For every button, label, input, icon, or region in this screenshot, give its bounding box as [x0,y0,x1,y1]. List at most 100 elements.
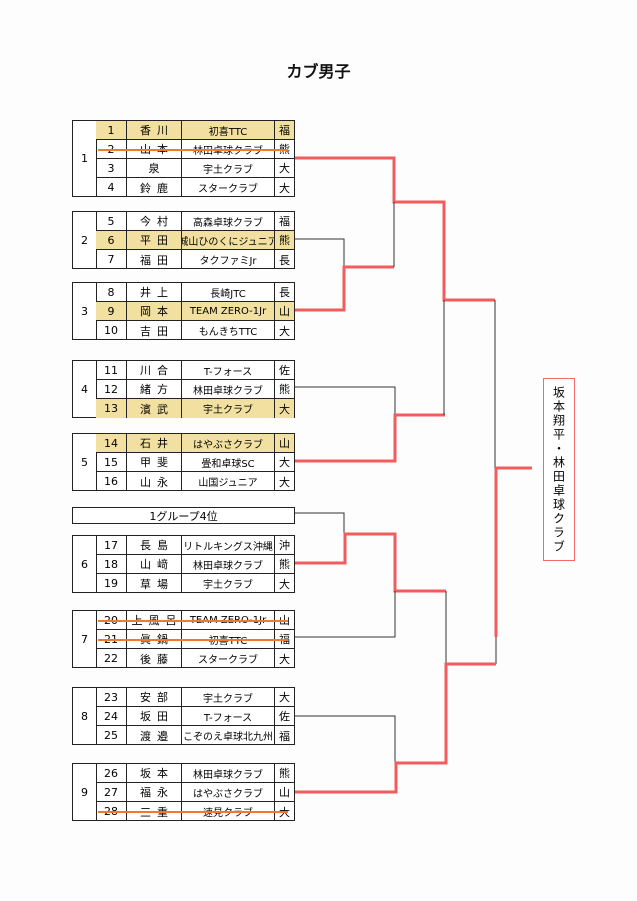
player-club: 宇土クラブ [182,574,275,593]
player-prefecture: 熊 [279,234,290,247]
player-number: 26 [96,764,127,782]
player-number: 23 [96,688,127,706]
player-number: 24 [96,707,127,725]
player-prefecture: 熊 [279,383,290,396]
player-name: 渡邉 [127,726,182,745]
player-number: 12 [96,380,127,398]
bracket-line [295,591,396,638]
player-name: 平田 [127,231,182,249]
player-prefecture: 長 [279,286,290,299]
player-prefecture: 大 [279,162,290,175]
player-prefecture: 熊 [279,558,290,571]
player-club: はやぶさクラブ [182,434,275,452]
player-club: 宇土クラブ [182,159,275,177]
bracket-line [295,386,396,415]
winning-path-line [295,156,495,302]
winning-path-line [295,265,394,312]
winning-path-line [295,662,496,794]
group-number: 9 [73,764,97,820]
group-number: 4 [73,361,97,417]
player-number: 14 [96,434,127,452]
player-name: 岡本 [127,302,182,320]
player-row: 21眞鍋初喜TTC福 [96,630,294,649]
player-number: 11 [96,361,127,379]
winning-path-line [295,413,445,463]
withdrawn-strike [98,639,288,641]
player-prefecture: 大 [279,652,290,666]
player-prefecture: 山 [279,305,290,318]
player-number: 15 [96,453,127,471]
player-row: 28三重速見クラブ大 [96,802,294,821]
player-name: 福田 [127,250,182,269]
player-number: 8 [96,283,127,301]
group-number: 5 [73,434,97,490]
winning-path-line [295,532,446,593]
player-prefecture: 山 [279,437,290,450]
player-prefecture: 山 [279,786,290,799]
player-prefecture: 沖 [279,539,290,552]
player-prefecture: 大 [279,181,290,195]
player-club: 宇土クラブ [182,399,275,418]
player-club: 城山ひのくにジュニア [182,231,275,249]
player-name: 山永 [127,472,182,491]
player-prefecture: 熊 [279,767,290,780]
player-club: 林田卓球クラブ [182,555,275,573]
player-number: 9 [96,302,127,320]
player-number: 13 [96,399,127,418]
player-name: 福永 [127,783,182,801]
player-number: 5 [96,212,127,230]
player-number: 19 [96,574,127,593]
player-number: 6 [96,231,127,249]
player-number: 10 [96,321,127,340]
group-7: 720上風呂TEAM ZERO-1Jr山21眞鍋初喜TTC福22後藤スタークラブ… [72,610,295,668]
player-name: 川合 [127,361,182,379]
player-prefecture: 大 [279,402,290,416]
player-name: 今村 [127,212,182,230]
player-number: 3 [96,159,127,177]
withdrawn-strike [98,811,288,813]
player-club: 林田卓球クラブ [182,380,275,398]
winner-box: 坂本翔平・林田卓球クラブ [543,378,575,561]
player-name: 石井 [127,434,182,452]
page-title: カブ男子 [286,62,351,81]
player-name: 坂本 [127,764,182,782]
player-name: 吉田 [127,321,182,340]
player-club: 長崎JTC [182,283,275,301]
qualifier-slot: 1グループ4位 [72,507,295,524]
player-club: TEAM ZERO-1Jr [182,302,275,320]
group-number: 8 [73,688,97,744]
player-club: リトルキングス沖縄 [182,536,275,554]
group-number: 6 [73,536,97,592]
player-prefecture: 大 [279,691,290,704]
player-name: 草場 [127,574,182,593]
player-name: 香川 [127,121,182,139]
player-club: もんきちTTC [182,321,275,340]
player-club: はやぶさクラブ [182,783,275,801]
player-club: 初喜TTC [182,121,275,139]
player-prefecture: 大 [279,456,290,469]
player-prefecture: 福 [279,124,290,137]
withdrawn-strike [98,620,288,622]
player-name: 濱武 [127,399,182,418]
player-name: 後藤 [127,649,182,668]
